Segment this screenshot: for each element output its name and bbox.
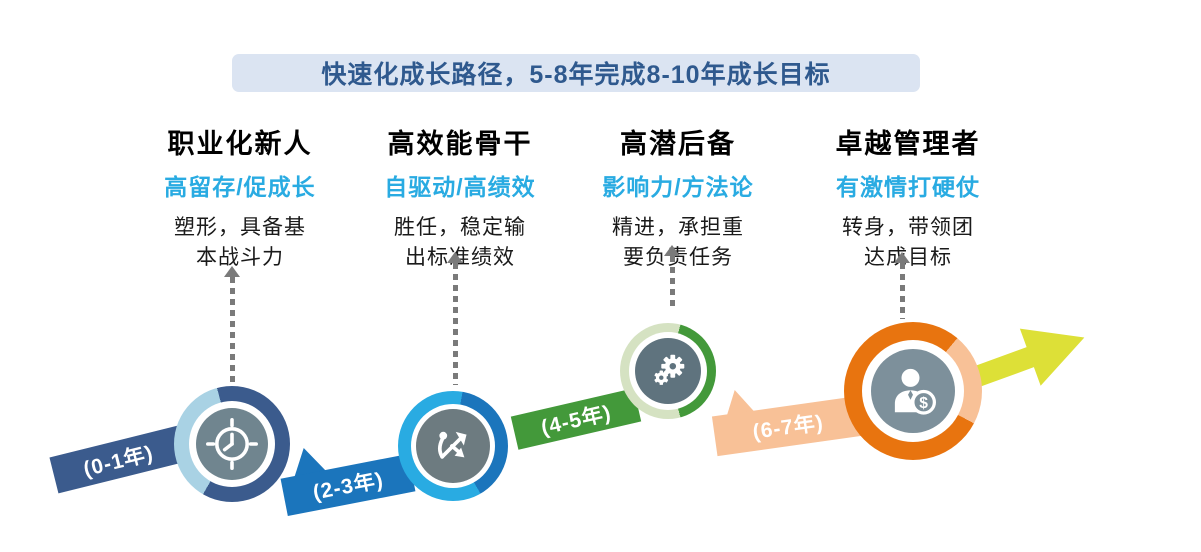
donut-gap: $ — [862, 340, 964, 442]
arrow-head-icon — [447, 252, 463, 263]
arrow-head-icon — [664, 245, 680, 256]
stage-title: 卓越管理者 — [835, 129, 981, 159]
stage-subtitle: 高留存/促成长 — [164, 174, 316, 200]
clock-icon — [196, 408, 268, 480]
milestone-circle-4: $ — [844, 322, 982, 460]
milestone-circle-3 — [620, 323, 716, 419]
stage-column-3: 高潜后备 影响力/方法论 精进，承担重 要负责任务 — [558, 122, 798, 274]
stage-description: 塑形，具备基 本战斗力 — [174, 216, 306, 270]
donut-gap — [189, 401, 275, 487]
stage-subtitle: 自驱动/高绩效 — [384, 174, 536, 200]
title-banner: 快速化成长路径，5-8年完成8-10年成长目标 — [232, 54, 920, 92]
arrow-head-icon — [224, 266, 240, 277]
period-ribbon-1: (0-1年) — [49, 425, 187, 494]
stage-column-1: 职业化新人 高留存/促成长 塑形，具备基 本战斗力 — [120, 122, 360, 274]
stage-subtitle: 影响力/方法论 — [602, 174, 754, 200]
donut-gap — [411, 404, 495, 488]
growth-arrows-icon-svg — [437, 431, 467, 459]
dashed-line — [229, 277, 235, 387]
dashed-line — [452, 263, 458, 385]
period-label: (0-1年) — [80, 441, 156, 481]
manager-dollar-icon: $ — [871, 349, 955, 433]
period-label: (4-5年) — [538, 401, 614, 440]
period-label: (6-7年) — [751, 411, 826, 444]
dashed-line — [899, 263, 905, 319]
stage-subtitle: 有激情打硬仗 — [836, 174, 980, 200]
stage-description: 精进，承担重 要负责任务 — [612, 216, 744, 270]
clock-icon-svg — [206, 418, 258, 470]
stage-title: 高效能骨干 — [387, 129, 533, 159]
milestone-circle-1 — [174, 386, 290, 502]
stage-column-2: 高效能骨干 自驱动/高绩效 胜任，稳定输 出标准绩效 — [340, 122, 580, 274]
growth-arrows-icon — [416, 409, 490, 483]
gears-icon-svg — [654, 354, 685, 385]
dashed-up-arrow — [224, 266, 240, 387]
dashed-line — [669, 256, 675, 308]
donut-gap — [629, 332, 707, 410]
gears-icon — [635, 338, 701, 404]
period-label: (2-3年) — [311, 468, 386, 505]
milestone-circle-2 — [398, 391, 508, 501]
dashed-up-arrow — [894, 252, 910, 319]
stage-title: 高潜后备 — [620, 129, 736, 159]
slide-title: 快速化成长路径，5-8年完成8-10年成长目标 — [321, 61, 831, 89]
manager-dollar-icon-svg: $ — [894, 368, 937, 415]
stage-title: 职业化新人 — [167, 129, 313, 159]
dashed-up-arrow — [664, 245, 680, 308]
arrow-head-icon — [894, 252, 910, 263]
dollar-symbol: $ — [919, 395, 928, 412]
period-ribbon-3: (4-5年) — [510, 388, 642, 450]
dashed-up-arrow — [447, 252, 463, 385]
